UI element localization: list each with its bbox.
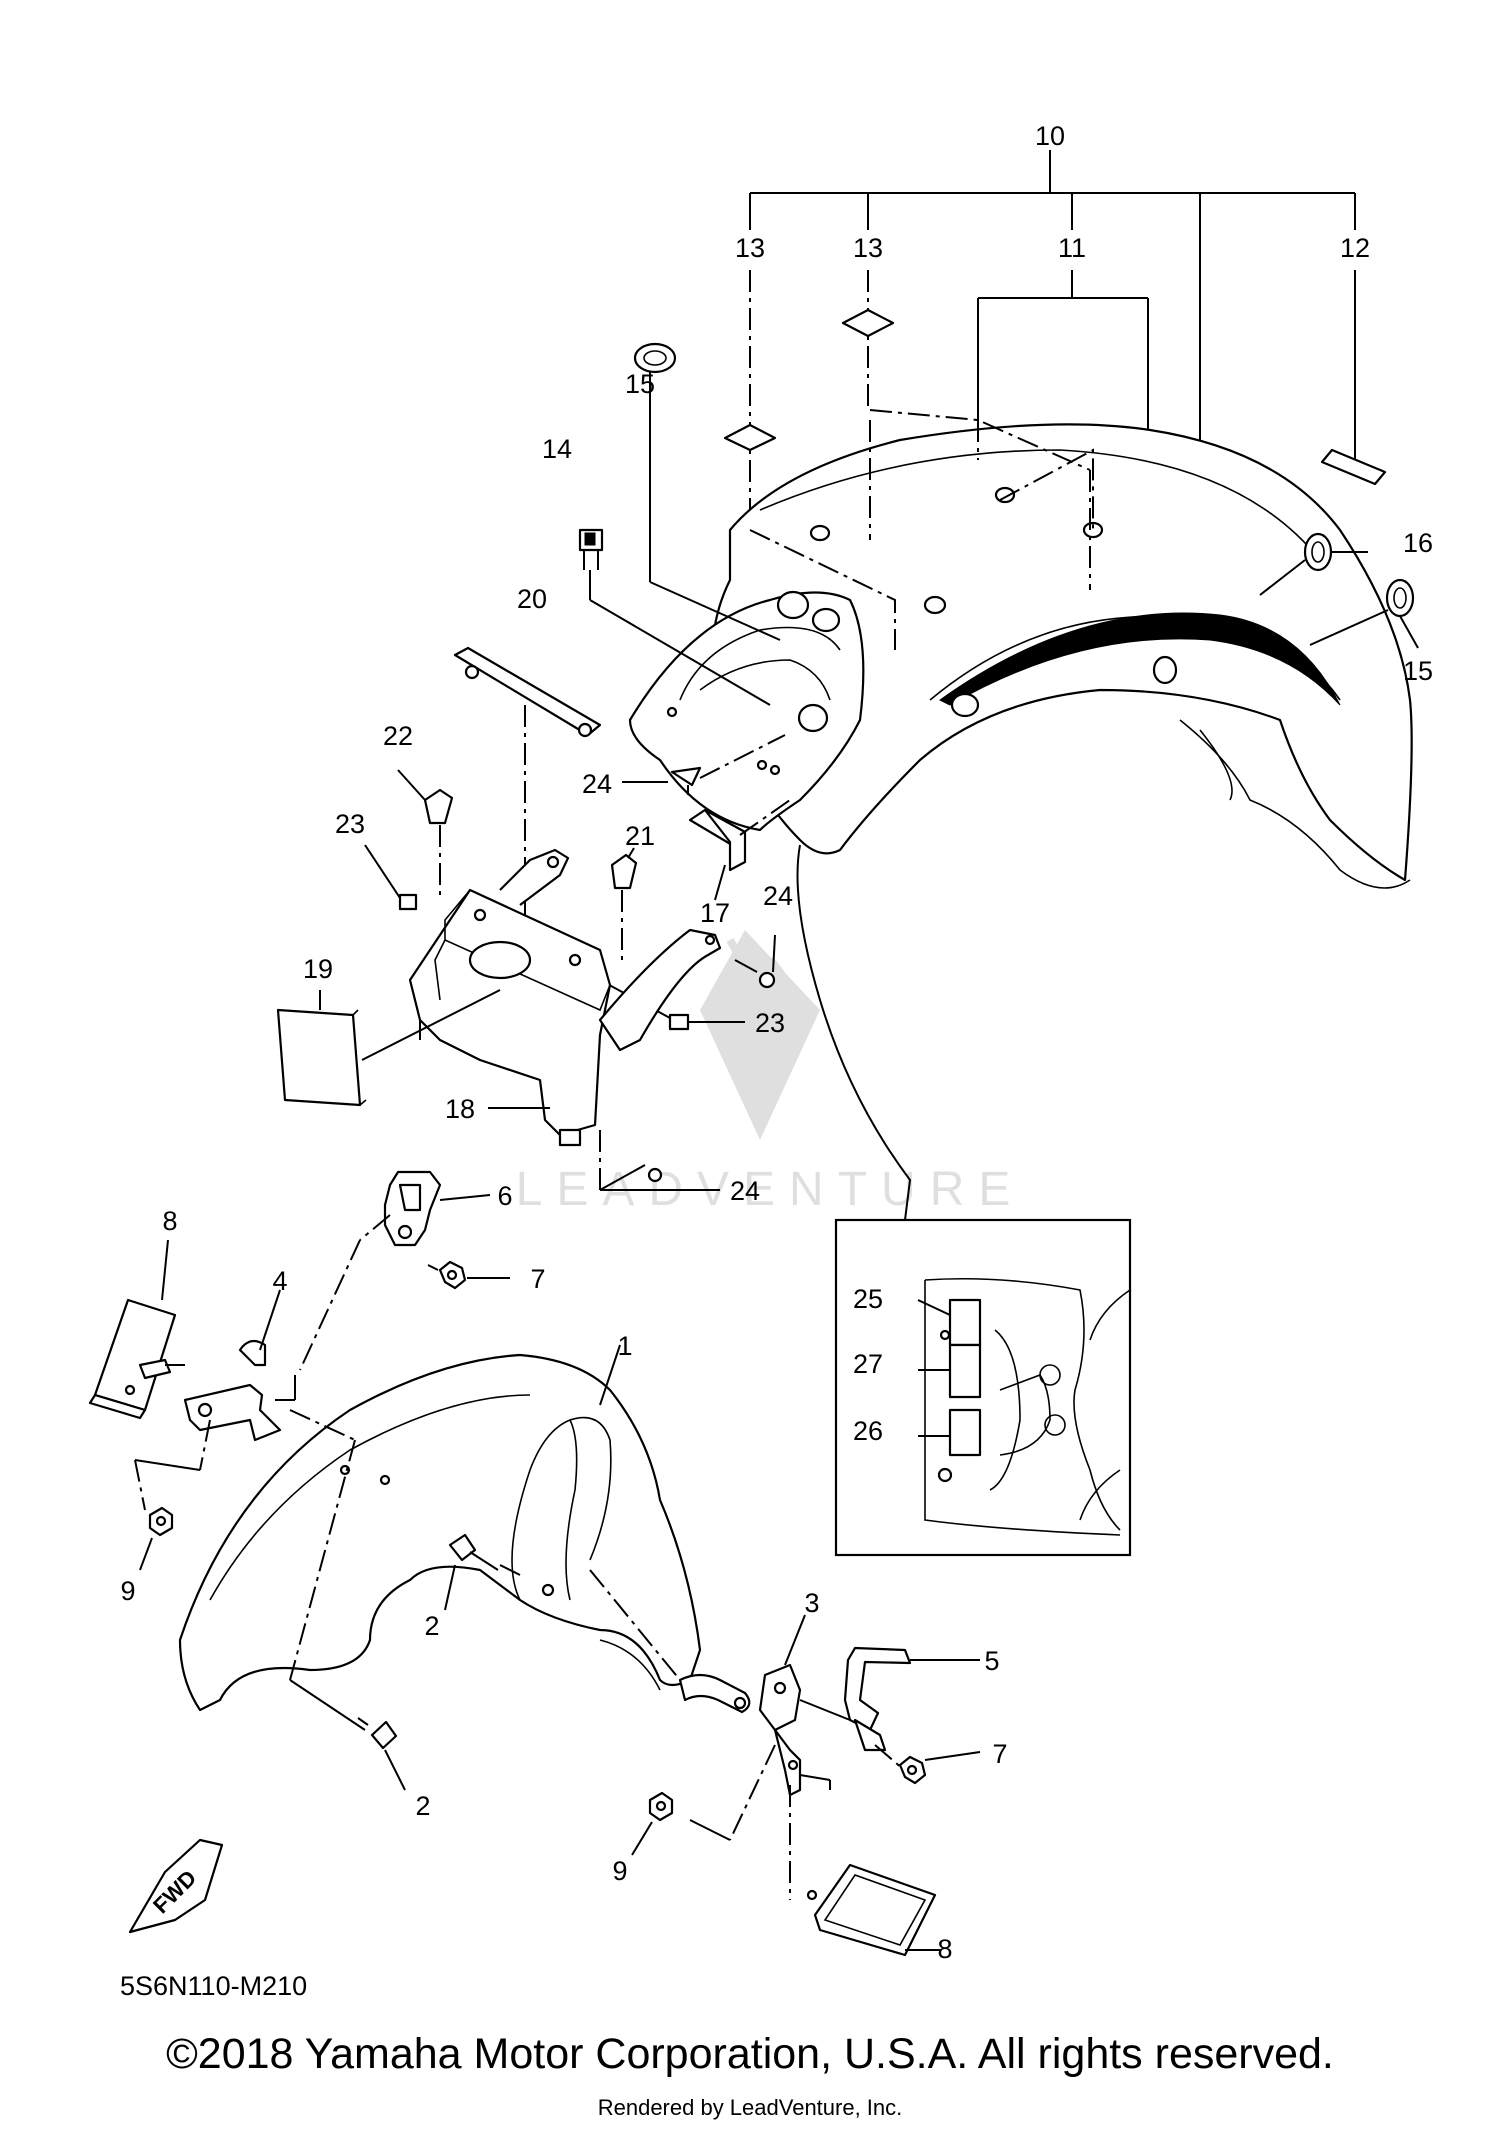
nut-9-b (631, 1791, 674, 1856)
callout-labels: 10 13 13 11 12 15 14 16 15 20 22 24 23 2… (120, 121, 1433, 1964)
bolt-7-b (898, 1751, 981, 1785)
callout-6: 6 (497, 1181, 512, 1211)
plate-19 (276, 989, 501, 1107)
callout-24-b: 24 (763, 881, 793, 911)
callout-18: 18 (445, 1094, 475, 1124)
reflector-8-a (88, 1239, 185, 1420)
callout-23-b: 23 (755, 1008, 785, 1038)
bolt-24-c (647, 1167, 663, 1183)
callout-8-b: 8 (937, 1934, 952, 1964)
callout-17: 17 (700, 898, 730, 928)
inset-box (834, 1218, 1132, 1557)
screw-24-a (622, 734, 786, 795)
bolt-2-b (357, 1717, 406, 1791)
callout-14: 14 (542, 434, 572, 464)
callout-21: 21 (625, 821, 655, 851)
callout-24-a: 24 (582, 769, 612, 799)
callout-22: 22 (383, 721, 413, 751)
callout-10: 10 (1035, 121, 1065, 151)
bracket-18 (408, 848, 722, 1191)
clamp-6 (299, 1170, 491, 1371)
callout-20: 20 (517, 584, 547, 614)
pad-21 (610, 847, 638, 960)
pad-23-a (364, 844, 418, 911)
sticker-13-b (841, 308, 895, 338)
callout-2-a: 2 (424, 1611, 439, 1641)
bolt-24-b (734, 934, 776, 989)
sticker-13-a (723, 423, 777, 452)
callout-27: 27 (853, 1349, 883, 1379)
copyright-footer: ©2018 Yamaha Motor Corporation, U.S.A. A… (166, 2030, 1334, 2078)
front-fender (178, 1344, 702, 1731)
watermark-text: LEADVENTURE (516, 1163, 1025, 1216)
callout-13-a: 13 (735, 233, 765, 263)
callout-8-a: 8 (162, 1206, 177, 1236)
clamp-5 (843, 1646, 980, 1776)
callout-15-b: 15 (1403, 656, 1433, 686)
callout-26: 26 (853, 1416, 883, 1446)
callout-7-b: 7 (992, 1739, 1007, 1769)
fwd-arrow-icon: FWD (128, 1838, 224, 1934)
callout-9-a: 9 (120, 1576, 135, 1606)
callout-3: 3 (804, 1588, 819, 1618)
bracket-4 (134, 1289, 296, 1511)
callout-16: 16 (1403, 528, 1433, 558)
grommet-15-top (633, 342, 781, 641)
grommet-16 (1259, 532, 1368, 596)
callout-23-a: 23 (335, 809, 365, 839)
callout-7-a: 7 (530, 1264, 545, 1294)
callout-2-b: 2 (415, 1791, 430, 1821)
callout-12: 12 (1340, 233, 1370, 263)
bracket-3 (689, 1614, 851, 1900)
grommet-15-right (1309, 578, 1419, 649)
callout-4: 4 (272, 1266, 287, 1296)
pad-22 (397, 769, 454, 895)
callout-13-b: 13 (853, 233, 883, 263)
callout-24-c: 24 (730, 1176, 760, 1206)
callout-5: 5 (984, 1646, 999, 1676)
diagram-code: 5S6N110-M210 (120, 1971, 307, 2001)
watermark: LEADVENTURE (516, 930, 1025, 1216)
nut-9-a (139, 1506, 174, 1571)
callout-11: 11 (1058, 233, 1086, 263)
stay-tube (589, 1569, 751, 1714)
inset-leader (796, 844, 912, 1221)
label-12 (1320, 448, 1387, 486)
callout-15-a: 15 (625, 369, 655, 399)
pad-17 (688, 799, 791, 901)
bolt-7-a (427, 1260, 510, 1290)
callout-1: 1 (617, 1331, 632, 1361)
bolt-2-a (444, 1533, 521, 1611)
callout-19: 19 (303, 954, 333, 984)
rear-fender (628, 409, 1413, 889)
switch-14 (578, 528, 771, 706)
callout-9-b: 9 (612, 1856, 627, 1886)
rendered-by-note: Rendered by LeadVenture, Inc. (597, 2095, 903, 2120)
reflector-8-b (806, 1863, 940, 1957)
callout-25: 25 (853, 1284, 883, 1314)
